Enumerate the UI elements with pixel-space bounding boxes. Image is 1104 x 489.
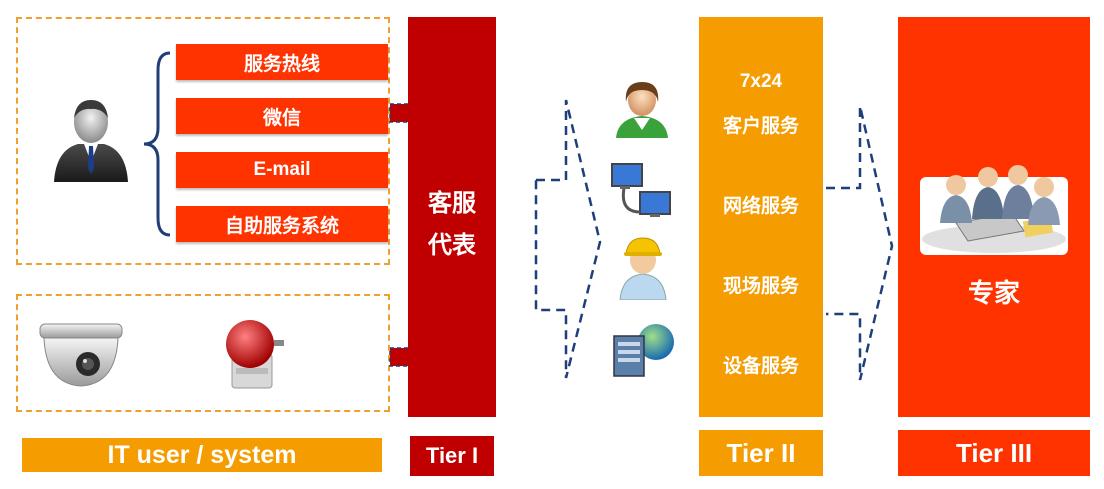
- alarm-bell-icon: [214, 314, 286, 392]
- channel-self-service-label: 自助服务系统: [224, 215, 339, 237]
- channel-self-service: 自助服务系统: [176, 206, 388, 242]
- customer-service-icon: [612, 80, 672, 138]
- tier2-24x7: 7x24: [739, 71, 783, 92]
- tier2-network-service: 网络服务: [722, 196, 799, 217]
- systems-group-box: [16, 294, 390, 412]
- channel-wechat: 微信: [176, 98, 388, 134]
- tier1-title-line2: 代表: [428, 232, 476, 259]
- tier2-label-text: Tier II: [726, 437, 796, 468]
- tier2-label: Tier II: [699, 430, 823, 476]
- tier1-label: Tier I: [410, 436, 494, 476]
- expert-team-icon: [916, 127, 1072, 257]
- tier1-title: 客服 代表: [428, 183, 476, 267]
- channel-email-label: E-mail: [253, 159, 311, 180]
- field-engineer-icon: [614, 236, 672, 300]
- tier2-field-service: 现场服务: [722, 276, 799, 297]
- tier3-title: 专家: [967, 278, 1020, 308]
- channel-email: E-mail: [176, 152, 388, 188]
- channel-hotline: 服务热线: [176, 44, 388, 80]
- tier3-column: 专家: [898, 17, 1090, 417]
- tier1-label-text: Tier I: [425, 443, 479, 468]
- tier1-column: 客服 代表: [408, 17, 496, 417]
- tier1-title-line1: 客服: [428, 190, 476, 217]
- tier3-label-text: Tier III: [955, 437, 1033, 468]
- tier2-column: 7x24 客户服务 网络服务 现场服务 设备服务: [699, 17, 823, 417]
- arrow-tier2-to-tier3: [822, 102, 898, 384]
- user-business-icon: [48, 92, 134, 184]
- tier3-label: Tier III: [898, 430, 1090, 476]
- bracket-icon: [138, 50, 174, 238]
- it-user-system-text: IT user / system: [107, 440, 297, 469]
- tier2-device-service: 设备服务: [722, 356, 799, 377]
- it-user-system-label: IT user / system: [22, 438, 382, 472]
- arrow-tier1-to-tier2: [530, 96, 606, 382]
- security-camera-icon: [36, 318, 126, 390]
- network-icon: [608, 160, 674, 226]
- channel-hotline-label: 服务热线: [243, 53, 320, 75]
- channels-group-box: [16, 17, 390, 265]
- channel-wechat-label: 微信: [262, 107, 301, 129]
- tier2-customer-service: 客户服务: [722, 116, 799, 137]
- server-globe-icon: [610, 322, 676, 378]
